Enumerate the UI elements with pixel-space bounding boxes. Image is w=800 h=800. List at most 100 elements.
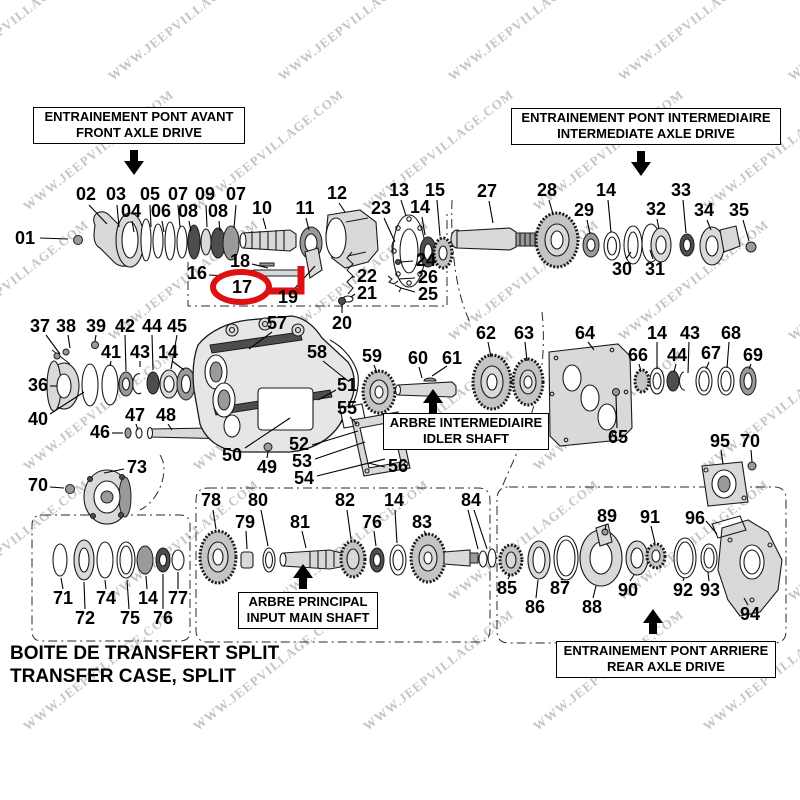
part-number-74-82: 74 (95, 588, 117, 608)
part-number-87-101: 87 (549, 578, 571, 598)
part-number-15-17: 15 (424, 180, 446, 200)
part-number-72-81: 72 (74, 608, 96, 628)
part-number-14-69: 14 (646, 323, 668, 343)
part-number-68-73: 68 (720, 323, 742, 343)
part-number-38-39: 38 (55, 316, 77, 336)
part-number-26-26: 26 (417, 267, 439, 287)
part-number-43-71: 43 (679, 323, 701, 343)
part-number-95-76: 95 (709, 431, 731, 451)
front-flange-parts (52, 469, 185, 581)
part-number-33-35: 33 (670, 180, 692, 200)
part-number-48-51: 48 (155, 405, 177, 425)
part-number-88-102: 88 (581, 597, 603, 617)
part-number-56-61: 56 (387, 456, 409, 476)
part-number-71-80: 71 (52, 588, 74, 608)
part-number-08-9: 08 (207, 201, 229, 221)
up-arrow-icon (423, 389, 443, 415)
part-number-17-20: 17 (231, 277, 253, 297)
part-number-24-25: 24 (415, 250, 437, 270)
part-number-66-68: 66 (627, 345, 649, 365)
rear-output-parts (498, 461, 783, 617)
part-number-91-97: 91 (639, 507, 661, 527)
part-number-44-42: 44 (141, 316, 163, 336)
part-number-40-48: 40 (27, 409, 49, 429)
part-number-06-5: 06 (150, 201, 172, 221)
part-number-51-54: 51 (336, 375, 358, 395)
part-number-59-62: 59 (361, 346, 383, 366)
part-number-14-16: 14 (409, 197, 431, 217)
part-number-28-29: 28 (536, 180, 558, 200)
part-number-19-21: 19 (277, 287, 299, 307)
part-number-76-92: 76 (361, 512, 383, 532)
part-number-55-55: 55 (336, 398, 358, 418)
intermediate-axle-parts (450, 211, 757, 269)
part-number-25-27: 25 (417, 284, 439, 304)
down-arrow-icon (631, 151, 651, 177)
label-intermediate-axle-drive-fr: ENTRAINEMENT PONT INTERMEDIAIRE (521, 110, 771, 125)
part-number-65-75: 65 (607, 427, 629, 447)
part-number-62-65: 62 (475, 323, 497, 343)
part-number-49-57: 49 (256, 457, 278, 477)
label-idler-shaft-en: IDLER SHAFT (423, 431, 509, 447)
part-number-75-83: 75 (119, 608, 141, 628)
part-number-31-33: 31 (644, 259, 666, 279)
title-line-fr: BOITE DE TRANSFERT SPLIT (10, 643, 280, 664)
part-number-29-30: 29 (573, 200, 595, 220)
part-number-85-99: 85 (496, 578, 518, 598)
main-case-parts (192, 315, 411, 477)
part-number-09-8: 09 (194, 184, 216, 204)
part-number-04-3: 04 (120, 201, 142, 221)
part-number-93-105: 93 (699, 580, 721, 600)
part-number-53-59: 53 (291, 451, 313, 471)
up-arrow-icon (293, 564, 313, 590)
part-number-82-91: 82 (334, 490, 356, 510)
highlight-oval (210, 266, 305, 305)
part-number-14-46: 14 (157, 342, 179, 362)
idler-shaft-parts (361, 343, 757, 447)
part-number-41-44: 41 (100, 342, 122, 362)
leader-lines (39, 199, 753, 610)
part-number-86-100: 86 (524, 597, 546, 617)
label-rear-axle-drive-en: REAR AXLE DRIVE (607, 659, 725, 675)
part-number-32-34: 32 (645, 199, 667, 219)
part-number-44-70: 44 (666, 345, 688, 365)
label-intermediate-axle-drive-en: INTERMEDIATE AXLE DRIVE (557, 126, 735, 142)
part-number-67-72: 67 (700, 343, 722, 363)
part-number-94-106: 94 (739, 604, 761, 624)
part-number-30-32: 30 (611, 259, 633, 279)
part-number-07-6: 07 (167, 184, 189, 204)
down-arrow-icon (124, 150, 144, 176)
label-front-axle-drive-en: FRONT AXLE DRIVE (76, 125, 202, 141)
part-number-89-96: 89 (596, 506, 618, 526)
part-number-90-103: 90 (617, 580, 639, 600)
part-number-70-77: 70 (739, 431, 761, 451)
part-number-54-60: 54 (293, 468, 315, 488)
title-line-en: TRANSFER CASE, SPLIT (10, 665, 236, 687)
part-number-34-36: 34 (693, 200, 715, 220)
part-number-03-2: 03 (105, 184, 127, 204)
part-number-69-74: 69 (742, 345, 764, 365)
front-axle-parts (73, 209, 454, 305)
input-shaft-parts (198, 529, 497, 585)
part-number-05-4: 05 (139, 184, 161, 204)
part-number-60-63: 60 (407, 348, 429, 368)
part-number-61-64: 61 (441, 348, 463, 368)
part-number-14-93: 14 (383, 490, 405, 510)
label-rear-axle-drive-fr: ENTRAINEMENT PONT ARRIERE (563, 643, 769, 658)
part-number-11-12: 11 (295, 198, 315, 218)
part-number-18-19: 18 (229, 251, 251, 271)
part-number-84-95: 84 (460, 490, 482, 510)
part-number-02-1: 02 (75, 184, 97, 204)
part-number-21-24: 21 (356, 283, 378, 303)
label-front-axle-drive-fr: ENTRAINEMENT PONT AVANT (44, 109, 234, 124)
part-number-63-66: 63 (513, 323, 535, 343)
up-arrow-icon (643, 609, 663, 635)
part-number-76-85: 76 (152, 608, 174, 628)
part-number-45-43: 45 (166, 316, 188, 336)
part-number-20-22: 20 (331, 313, 353, 333)
part-number-58-53: 58 (306, 342, 328, 362)
